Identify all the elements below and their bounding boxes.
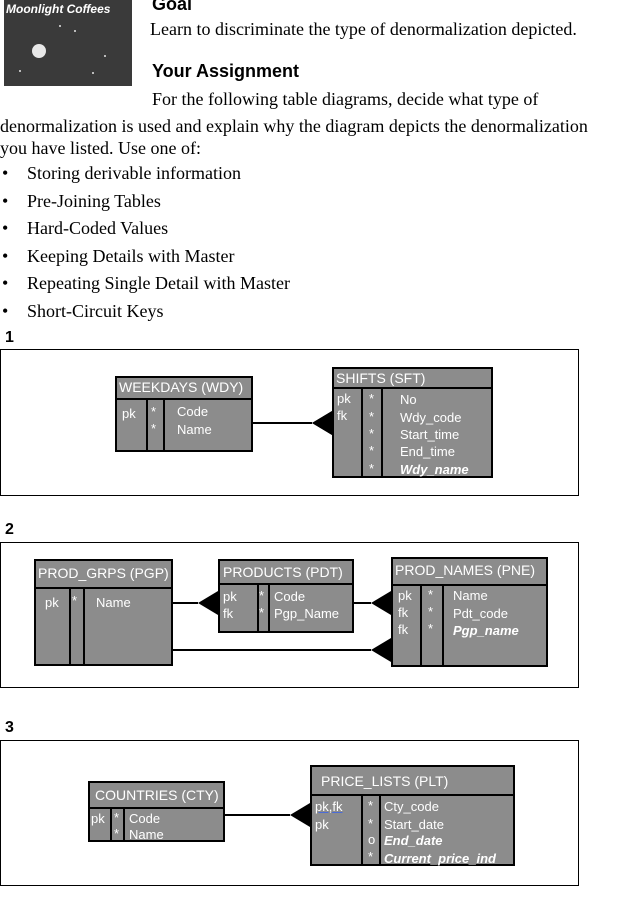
attribute-name: Name — [453, 588, 488, 603]
attribute-name: Name — [96, 595, 131, 610]
attribute-name: Code — [274, 589, 306, 604]
mandatory-mark: * — [368, 798, 374, 813]
attribute-name: Pgp_Name — [274, 606, 340, 621]
entity-title: SHIFTS (SFT) — [336, 370, 426, 386]
goal-heading: Goal — [152, 0, 193, 14]
goal-text: Learn to discriminate the type of denorm… — [150, 19, 577, 39]
mandatory-mark: * — [151, 404, 157, 419]
attribute-name: Cty_code — [384, 799, 439, 814]
assignment-heading: Your Assignment — [152, 61, 300, 81]
key-label: pk — [45, 595, 59, 610]
assignment-line-1: For the following table diagrams, decide… — [152, 89, 539, 109]
mandatory-mark: * — [114, 810, 120, 825]
entity-prod-names[interactable]: PROD_NAMES (PNE) pk fk fk * * * Name Pdt… — [391, 557, 548, 667]
attribute-name: Wdy_name — [400, 462, 469, 477]
entity-prod-grps[interactable]: PROD_GRPS (PGP) pk * Name — [34, 559, 173, 666]
optional-mark: o — [368, 832, 376, 847]
assignment-line-3: you have listed. Use one of: — [0, 138, 201, 158]
mandatory-mark: * — [151, 421, 157, 436]
mandatory-mark: * — [428, 604, 434, 619]
key-label: fk — [398, 605, 409, 620]
attribute-name: Current_price_ind — [384, 851, 496, 866]
mandatory-mark: * — [72, 593, 78, 608]
assignment-line-2: denormalization is used and explain why … — [0, 116, 588, 136]
option-item: Pre-Joining Tables — [27, 191, 161, 211]
entity-title: PRODUCTS (PDT) — [223, 564, 343, 580]
key-label: pk,fk — [315, 799, 343, 814]
option-item: Repeating Single Detail with Master — [27, 273, 290, 293]
option-item: Hard-Coded Values — [27, 218, 169, 238]
attribute-name: Pdt_code — [453, 606, 508, 621]
entity-products[interactable]: PRODUCTS (PDT) pk fk * * Code Pgp_Name — [218, 559, 354, 633]
attribute-name: Pgp_name — [453, 623, 519, 638]
mandatory-mark: * — [368, 849, 374, 864]
attribute-name: Name — [177, 422, 212, 437]
mandatory-mark: * — [369, 409, 375, 424]
attribute-name: End_date — [384, 833, 443, 848]
mandatory-mark: * — [428, 587, 434, 602]
logo-text: Moonlight Coffees — [6, 2, 111, 16]
bullet-marker: • — [2, 273, 9, 293]
mandatory-mark: * — [428, 621, 434, 636]
key-label: pk — [122, 406, 136, 421]
star-icon — [92, 72, 94, 74]
star-icon — [74, 30, 76, 32]
bullet-marker: • — [2, 191, 9, 211]
key-label: fk — [223, 606, 234, 621]
entity-price-lists[interactable]: PRICE_LISTS (PLT) pk,fk pk * * o * Cty_c… — [310, 765, 515, 866]
option-item: Short-Circuit Keys — [27, 301, 164, 321]
bullet-marker: • — [2, 163, 9, 183]
key-label: pk — [398, 588, 412, 603]
diagram-number: 1 — [5, 329, 14, 346]
attribute-name: Code — [177, 404, 209, 419]
entity-title: WEEKDAYS (WDY) — [119, 379, 244, 395]
logo-image: Moonlight Coffees — [4, 0, 132, 86]
entity-title: PROD_NAMES (PNE) — [395, 562, 536, 578]
key-label: pk — [315, 817, 329, 832]
key-label: fk — [337, 408, 348, 423]
crowfoot-arrow-icon — [312, 411, 332, 435]
diagram-number: 3 — [5, 719, 14, 736]
attribute-name: Code — [129, 811, 161, 826]
entity-title: PRICE_LISTS (PLT) — [321, 773, 449, 789]
attribute-name: End_time — [400, 444, 455, 459]
mandatory-mark: * — [369, 391, 375, 406]
attribute-name: No — [400, 392, 417, 407]
key-label: pk — [223, 589, 237, 604]
key-label: fk — [398, 622, 409, 637]
mandatory-mark: * — [369, 461, 375, 476]
entity-title: PROD_GRPS (PGP) — [38, 565, 169, 581]
mandatory-mark: * — [259, 588, 265, 603]
bullet-marker: • — [2, 301, 9, 321]
mandatory-mark: * — [114, 826, 120, 841]
moon-icon — [32, 44, 46, 58]
mandatory-mark: * — [369, 426, 375, 441]
star-icon — [19, 70, 21, 72]
key-label: pk — [337, 391, 351, 406]
option-item: Keeping Details with Master — [27, 246, 235, 266]
mandatory-mark: * — [259, 605, 265, 620]
mandatory-mark: * — [368, 816, 374, 831]
entity-countries[interactable]: COUNTRIES (CTY) pk * * Code Name — [88, 781, 225, 842]
bullet-marker: • — [2, 218, 9, 238]
key-label: pk — [91, 811, 105, 826]
entity-shifts[interactable]: SHIFTS (SFT) pk fk * * * * * No Wdy_code… — [332, 367, 493, 478]
diagram-number: 2 — [5, 521, 14, 538]
attribute-name: Start_time — [400, 427, 460, 442]
entity-weekdays[interactable]: WEEKDAYS (WDY) pk * * Code Name — [115, 376, 253, 452]
attribute-name: Start_date — [384, 817, 444, 832]
attribute-name: Wdy_code — [400, 410, 462, 425]
entity-title: COUNTRIES (CTY) — [95, 787, 219, 803]
attribute-name: Name — [129, 827, 164, 842]
star-icon — [104, 55, 106, 57]
option-item: Storing derivable information — [27, 163, 241, 183]
mandatory-mark: * — [369, 443, 375, 458]
star-icon — [59, 25, 61, 27]
bullet-marker: • — [2, 246, 9, 266]
